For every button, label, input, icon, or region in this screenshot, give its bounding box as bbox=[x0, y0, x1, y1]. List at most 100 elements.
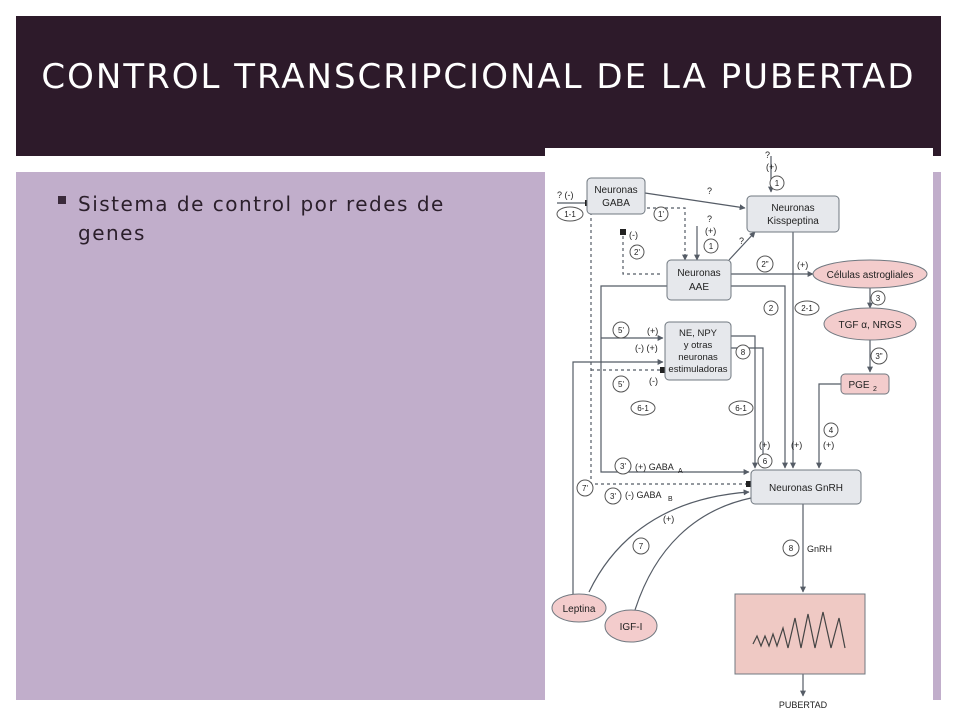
diagram-element bbox=[604, 487, 622, 505]
diagram-element: AAE bbox=[689, 282, 709, 293]
diagram-element bbox=[735, 344, 751, 360]
diagram-element: NE, NPY bbox=[679, 328, 718, 339]
diagram-element bbox=[604, 609, 658, 643]
diagram-element bbox=[590, 207, 749, 485]
diagram-element bbox=[750, 469, 862, 505]
diagram-element: ? bbox=[707, 214, 712, 224]
diagram-element bbox=[666, 259, 732, 301]
diagram-element: IGF-I bbox=[620, 622, 643, 633]
diagram-element bbox=[586, 177, 646, 215]
node-kisspeptina: Neuronas Kisspeptina bbox=[746, 195, 840, 233]
diagram-element: ? (-) bbox=[557, 190, 574, 200]
diagram-element bbox=[664, 321, 732, 381]
diagram-element: 6 bbox=[763, 457, 768, 466]
diagram-element: 1 bbox=[709, 242, 714, 251]
diagram-element bbox=[731, 285, 788, 469]
diagram-element bbox=[551, 593, 607, 623]
diagram-element bbox=[794, 300, 820, 316]
diagram-element bbox=[634, 497, 752, 611]
diagram-element: Leptina bbox=[563, 604, 596, 615]
diagram-element: 3' bbox=[610, 492, 616, 501]
diagram-element: Kisspeptina bbox=[767, 216, 819, 227]
node-tgf: TGF α, NRGS bbox=[823, 307, 917, 341]
diagram-element bbox=[823, 307, 917, 341]
diagram-element bbox=[823, 422, 839, 438]
diagram-element: 6-1 bbox=[637, 404, 649, 413]
diagram-element bbox=[731, 335, 758, 469]
diagram-element bbox=[644, 192, 746, 211]
diagram-element bbox=[612, 321, 630, 339]
diagram-element: 2-1 bbox=[801, 304, 813, 313]
diagram-element bbox=[757, 453, 773, 469]
diagram-element: (+) bbox=[705, 226, 716, 236]
diagram-element bbox=[576, 479, 594, 497]
diagram-element: PGE bbox=[848, 380, 869, 391]
diagram-element: (+) bbox=[823, 440, 834, 450]
diagram-element: 8 bbox=[789, 544, 794, 553]
diagram-element bbox=[782, 539, 800, 557]
diagram-element: GABA bbox=[602, 198, 630, 209]
diagram-element: ? bbox=[765, 150, 770, 160]
diagram-element: Neuronas bbox=[594, 185, 637, 196]
diagram-element: 1-1 bbox=[564, 210, 576, 219]
diagram-element: (+) bbox=[797, 260, 808, 270]
pulsatile-waveform bbox=[752, 611, 846, 649]
diagram-element: (+) bbox=[759, 440, 770, 450]
node-leptina: Leptina bbox=[551, 593, 607, 623]
node-gnrh: Neuronas GnRH bbox=[750, 469, 862, 505]
diagram-element: (-) (+) bbox=[635, 343, 658, 353]
diagram-element bbox=[870, 290, 886, 306]
diagram-element: 1' bbox=[658, 210, 664, 219]
node-igf: IGF-I bbox=[604, 609, 658, 643]
diagram-element: 1 bbox=[775, 179, 780, 188]
diagram-element bbox=[556, 206, 584, 222]
diagram-element: estimuladoras bbox=[668, 364, 727, 375]
diagram-element: GnRH bbox=[807, 544, 832, 554]
diagram-element bbox=[728, 231, 756, 261]
diagram-element bbox=[734, 593, 866, 675]
diagram-element bbox=[728, 400, 754, 416]
diagram-element: (-) bbox=[629, 230, 638, 240]
diagram-element bbox=[632, 537, 650, 555]
diagram-element: (+) bbox=[791, 440, 802, 450]
puberty-control-diagram: Neuronas GABA Neuronas Kisspeptina Neuro… bbox=[545, 148, 933, 714]
diagram-element bbox=[840, 373, 890, 395]
diagram-element: neuronas bbox=[678, 352, 718, 363]
diagram-element: (-) bbox=[649, 376, 658, 386]
diagram-element: 7 bbox=[639, 542, 644, 551]
diagram-element bbox=[816, 383, 841, 469]
diagram-element bbox=[614, 457, 632, 475]
diagram-element: ? bbox=[739, 236, 744, 246]
diagram-element bbox=[703, 238, 719, 254]
diagram-element bbox=[612, 375, 630, 393]
bullet-text: Sistema de control por redes de genes bbox=[78, 192, 445, 245]
diagram-element: 7' bbox=[582, 484, 588, 493]
diagram-element: (+) bbox=[647, 326, 658, 336]
node-pge2: PGE 2 bbox=[840, 373, 890, 395]
node-astrogliales: Células astrogliales bbox=[812, 259, 928, 289]
diagram-element: (+) GABA bbox=[635, 462, 674, 472]
diagram-element: 3' bbox=[620, 462, 626, 471]
slide-title: CONTROL TRANSCRIPCIONAL DE LA PUBERTAD bbox=[41, 57, 916, 97]
diagram-element: 2" bbox=[761, 260, 768, 269]
diagram-element bbox=[870, 347, 888, 365]
diagram-element: 2' bbox=[634, 248, 640, 257]
diagram-element bbox=[572, 359, 664, 596]
connector-lines bbox=[557, 156, 873, 697]
inhibit-marker-ne bbox=[660, 367, 666, 373]
diagram-labels: ? (+) 1 ? (-) 1-1 1' ? ? (+) 1 (-) 2' ? … bbox=[556, 150, 888, 557]
pubertad-label: PUBERTAD bbox=[779, 700, 828, 710]
diagram-element: 6-1 bbox=[735, 404, 747, 413]
pulse-box bbox=[734, 593, 866, 675]
diagram-element bbox=[756, 255, 774, 273]
diagram-element: B bbox=[668, 496, 673, 503]
diagram-element: 5' bbox=[618, 326, 624, 335]
diagram-element: A bbox=[678, 468, 683, 475]
diagram-element: 2 bbox=[873, 386, 877, 393]
diagram-element: (+) bbox=[663, 514, 674, 524]
inhibit-marker-aae bbox=[620, 229, 626, 235]
diagram-element: TGF α, NRGS bbox=[838, 320, 901, 331]
diagram-element bbox=[641, 207, 688, 261]
node-gaba: Neuronas GABA bbox=[586, 177, 646, 215]
diagram-element: 5' bbox=[618, 380, 624, 389]
